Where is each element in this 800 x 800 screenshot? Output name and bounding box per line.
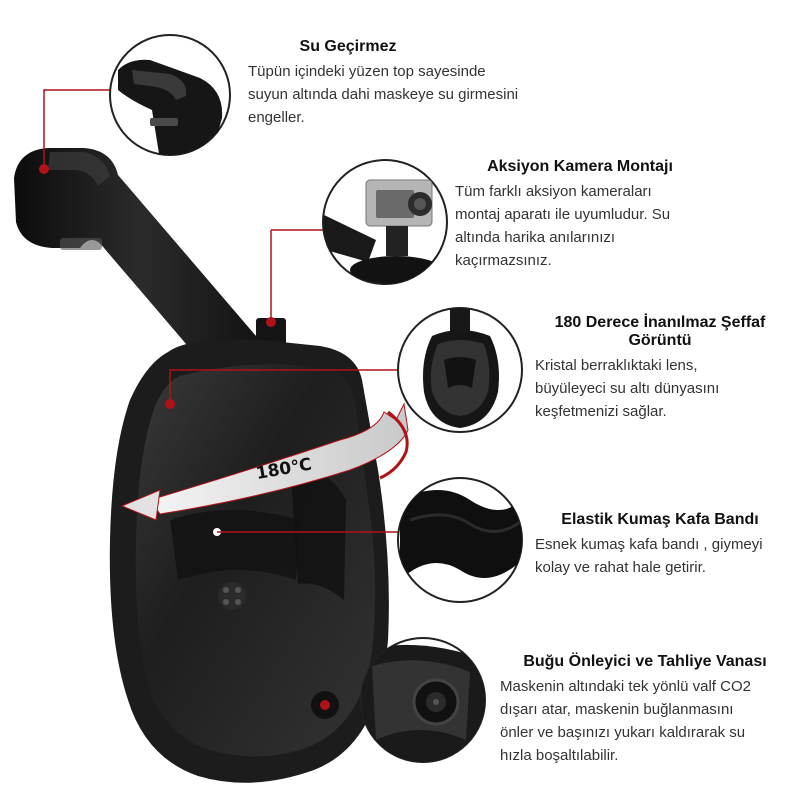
feature-desc-line: Tüpün içindeki yüzen top sayesinde bbox=[248, 63, 486, 80]
leader-lines bbox=[43, 89, 400, 533]
feature-desc-line: montaj aparatı ile uyumludur. Su bbox=[455, 206, 671, 223]
camera-mount bbox=[256, 229, 323, 358]
detail-circle-camera bbox=[322, 159, 448, 285]
feature-title: 180 Derece İnanılmaz Şeffaf bbox=[554, 314, 766, 331]
feature-desc-line: Maskenin altındaki tek yönlü valf CO2 bbox=[500, 678, 751, 695]
feature-waterproof: Su Geçirmez Tüpün içindeki yüzen top say… bbox=[248, 38, 538, 129]
mask-body bbox=[109, 339, 389, 783]
detail-circle-mask bbox=[397, 307, 523, 433]
detail-circle-valve bbox=[360, 637, 486, 763]
feature-headband: Elastik Kumaş Kafa Bandı Esnek kumaş kaf… bbox=[535, 511, 795, 579]
feature-title: Aksiyon Kamera Montajı bbox=[487, 158, 673, 175]
feature-view: 180 Derece İnanılmaz Şeffaf Görüntü Kris… bbox=[535, 314, 785, 423]
feature-desc-line: önler ve başınızı yukarı kaldırarak su bbox=[500, 724, 746, 741]
feature-desc-line: suyun altında dahi maskeye su girmesini bbox=[248, 86, 519, 103]
detail-circle-tube bbox=[109, 34, 231, 156]
feature-desc-line: dışarı atar, maskenin buğlanmasını bbox=[500, 701, 734, 718]
inner-vent-icon bbox=[218, 582, 246, 610]
feature-desc-line: Kristal berraklıktaki lens, bbox=[535, 357, 698, 374]
feature-desc-line: engeller. bbox=[248, 109, 305, 126]
feature-title: Su Geçirmez bbox=[299, 38, 397, 55]
feature-title: Görüntü bbox=[628, 332, 692, 349]
snorkel-tube bbox=[14, 148, 268, 372]
feature-desc-line: kolay ve rahat hale getirir. bbox=[535, 559, 706, 576]
feature-desc-line: hızla boşaltılabilir. bbox=[500, 747, 619, 764]
feature-desc-line: altında harika anılarınızı bbox=[455, 229, 616, 246]
feature-title: Buğu Önleyici ve Tahliye Vanası bbox=[523, 653, 767, 670]
feature-desc-line: büyüleyeci su altı dünyasını bbox=[535, 380, 720, 397]
feature-camera-mount: Aksiyon Kamera Montajı Tüm farklı aksiyo… bbox=[455, 158, 715, 272]
feature-desc-line: Tüm farklı aksiyon kameraları bbox=[455, 183, 652, 200]
detail-circle-headband bbox=[397, 477, 523, 603]
feature-desc-line: kaçırmazsınız. bbox=[455, 252, 552, 269]
feature-title: Elastik Kumaş Kafa Bandı bbox=[561, 511, 759, 528]
feature-desc-line: Esnek kumaş kafa bandı , giymeyi bbox=[535, 536, 763, 553]
feature-valve: Buğu Önleyici ve Tahliye Vanası Maskenin… bbox=[500, 653, 790, 767]
rotation-arrow-icon bbox=[120, 402, 409, 521]
feature-desc-line: keşfetmenizi sağlar. bbox=[535, 403, 667, 420]
